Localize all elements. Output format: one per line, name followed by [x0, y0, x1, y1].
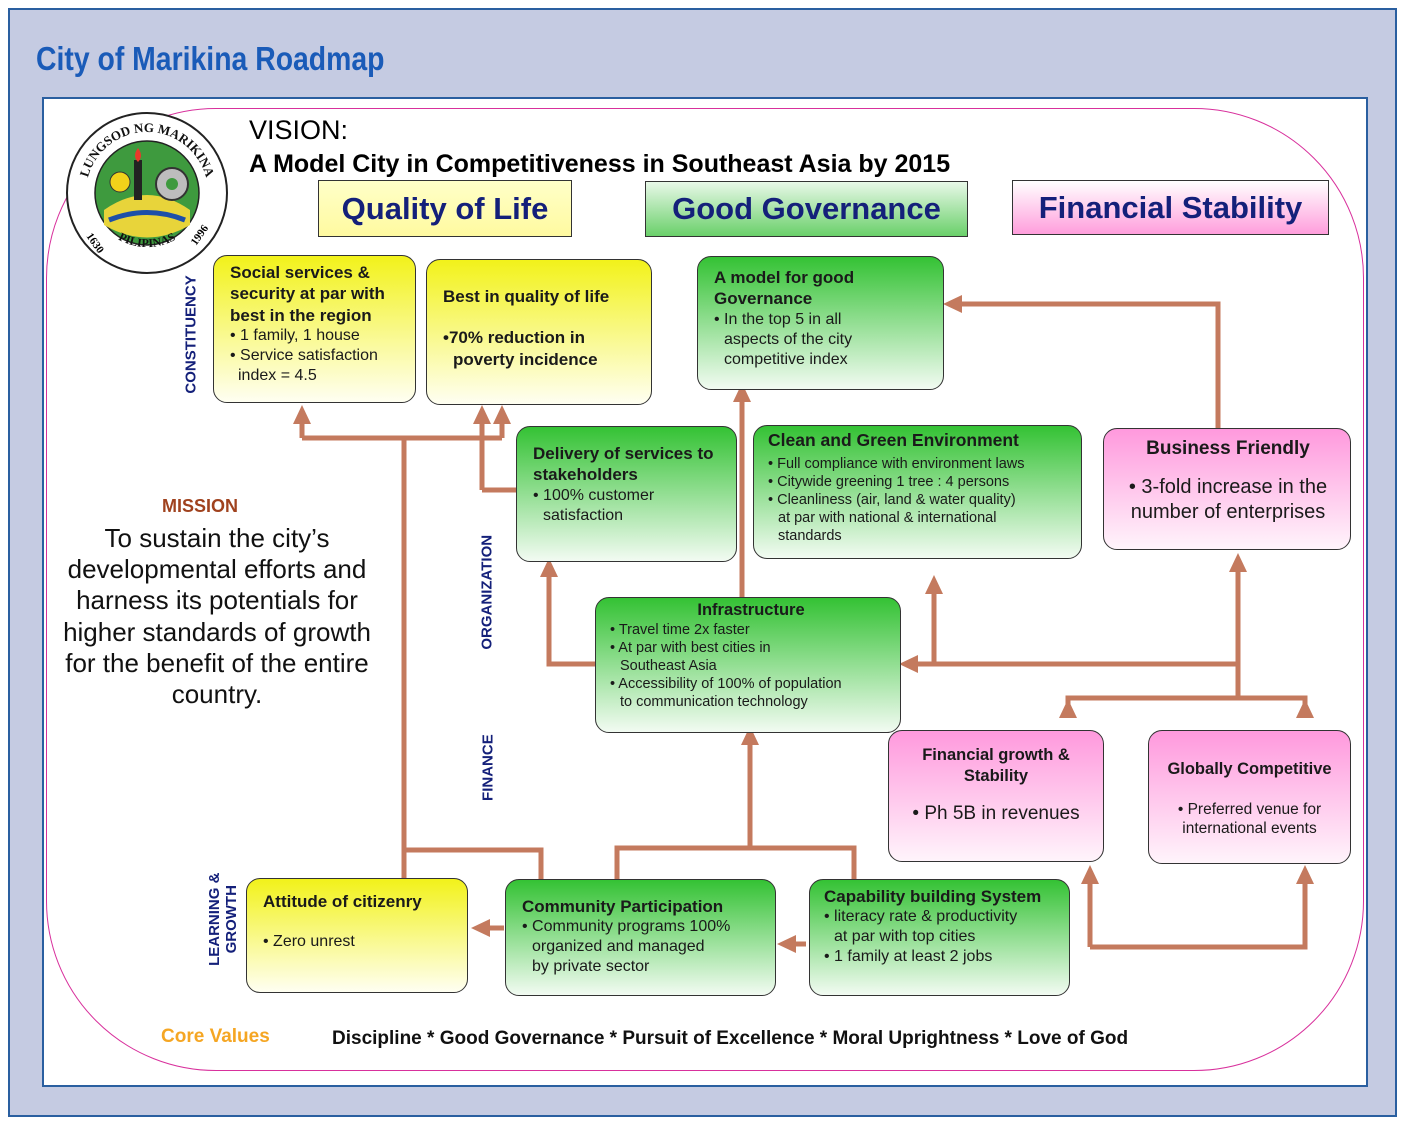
box-clean-green-item: • Full compliance with environment laws [768, 455, 1025, 472]
core-values-label: Core Values [161, 1026, 270, 1047]
box-social-services: Social services & security at par with b… [213, 255, 416, 403]
box-model-governance-item: competitive index [724, 350, 848, 368]
marikina-seal-logo: LUNGSOD NG MARIKINA PILIPINAS 1630 1996 [66, 112, 228, 274]
svg-text:PILIPINAS: PILIPINAS [117, 229, 178, 250]
perspective-learning-growth: LEARNING & GROWTH [206, 864, 241, 974]
box-business-friendly-item: • 3-fold increase in the [1128, 475, 1328, 498]
box-capability-item: • literacy rate & productivity [824, 908, 1018, 926]
box-social-services-item: • Service satisfaction [230, 346, 378, 364]
box-delivery: Delivery of services to stakeholders • 1… [516, 426, 737, 562]
box-clean-green-item: • Citywide greening 1 tree : 4 persons [768, 474, 1010, 490]
box-business-friendly-title: Business Friendly [1146, 438, 1310, 459]
perspective-learning-growth-line2: GROWTH [223, 885, 240, 954]
mission-label: MISSION [161, 496, 238, 516]
box-globally-competitive: Globally Competitive • Preferred venue f… [1148, 730, 1351, 864]
box-delivery-item: • 100% customer [533, 486, 655, 504]
box-community-item: • Community programs 100% [522, 918, 731, 936]
box-capability-item: • 1 family at least 2 jobs [824, 948, 993, 966]
theme-financial-stability: Financial Stability [1012, 180, 1329, 235]
theme-good-governance: Good Governance [645, 181, 968, 237]
box-globally-competitive-item: • Preferred venue for [1177, 800, 1322, 818]
box-financial-growth: Financial growth & Stability • Ph 5B in … [888, 730, 1104, 862]
box-delivery-item: satisfaction [543, 506, 624, 524]
box-model-governance-item: • In the top 5 in all [714, 310, 842, 328]
vision-statement: A Model City in Competitiveness in South… [249, 150, 951, 178]
box-attitude-title: Attitude of citizenry [263, 892, 422, 911]
perspective-constituency: CONSTITUENCY [182, 275, 200, 394]
box-globally-competitive-item: international events [1182, 820, 1317, 837]
box-social-services-title: Social services & security at par with b… [230, 263, 385, 325]
box-capability: Capability building System • literacy ra… [809, 879, 1070, 996]
box-social-services-item: index = 4.5 [238, 366, 317, 384]
box-model-governance: A model for good Governance • In the top… [697, 256, 944, 390]
perspective-learning-growth-line1: LEARNING & [205, 872, 223, 966]
box-infrastructure: Infrastructure • Travel time 2x faster •… [595, 597, 901, 733]
box-globally-competitive-title: Globally Competitive [1167, 760, 1332, 778]
box-financial-growth-title: Financial growth & Stability [922, 746, 1070, 785]
perspective-finance: FINANCE [479, 734, 497, 801]
box-attitude-item: • Zero unrest [263, 933, 355, 951]
box-capability-title: Capability building System [824, 887, 1042, 906]
box-community-item: organized and managed [532, 938, 705, 956]
box-business-friendly: Business Friendly • 3-fold increase in t… [1103, 428, 1351, 550]
box-community-title: Community Participation [522, 897, 724, 916]
box-clean-green-item: at par with national & international [778, 510, 997, 527]
box-best-qol-item: •70% reduction in [443, 328, 585, 348]
box-community: Community Participation • Community prog… [505, 879, 776, 996]
box-social-services-item: • 1 family, 1 house [230, 326, 360, 344]
box-delivery-title: Delivery of services to stakeholders [533, 444, 714, 485]
box-capability-item: at par with top cities [834, 928, 976, 946]
perspective-organization: ORGANIZATION [478, 534, 496, 650]
core-values-text: Discipline * Good Governance * Pursuit o… [332, 1028, 1129, 1049]
box-business-friendly-item: number of enterprises [1130, 500, 1326, 523]
box-infrastructure-item: • At par with best cities in [610, 639, 771, 656]
page-title: City of Marikina Roadmap [36, 40, 385, 77]
box-infrastructure-title: Infrastructure [697, 601, 805, 619]
logo-text-bottom: PILIPINAS [117, 229, 178, 250]
theme-quality-of-life: Quality of Life [318, 180, 572, 237]
box-clean-green-item: • Cleanliness (air, land & water quality… [768, 492, 1016, 509]
box-best-qol-item: poverty incidence [453, 349, 598, 369]
box-model-governance-title: A model for good Governance [714, 268, 855, 309]
box-attitude: Attitude of citizenry • Zero unrest [246, 878, 468, 993]
box-infrastructure-item: Southeast Asia [620, 657, 717, 674]
box-model-governance-item: aspects of the city [724, 330, 853, 348]
box-clean-green: Clean and Green Environment • Full compl… [753, 425, 1082, 559]
box-clean-green-title: Clean and Green Environment [768, 430, 1019, 450]
box-best-qol-title: Best in quality of life [443, 287, 610, 306]
mission-statement: To sustain the city’s developmental effo… [63, 523, 371, 709]
box-community-item: by private sector [532, 958, 650, 976]
box-infrastructure-item: • Accessibility of 100% of population [610, 676, 842, 692]
box-best-qol: Best in quality of life •70% reduction i… [426, 259, 652, 405]
vision-label: VISION: [249, 115, 349, 145]
box-infrastructure-item: to communication technology [620, 694, 808, 711]
box-financial-growth-item: • Ph 5B in revenues [912, 803, 1080, 825]
box-clean-green-item: standards [778, 528, 842, 545]
box-infrastructure-item: • Travel time 2x faster [610, 621, 750, 638]
